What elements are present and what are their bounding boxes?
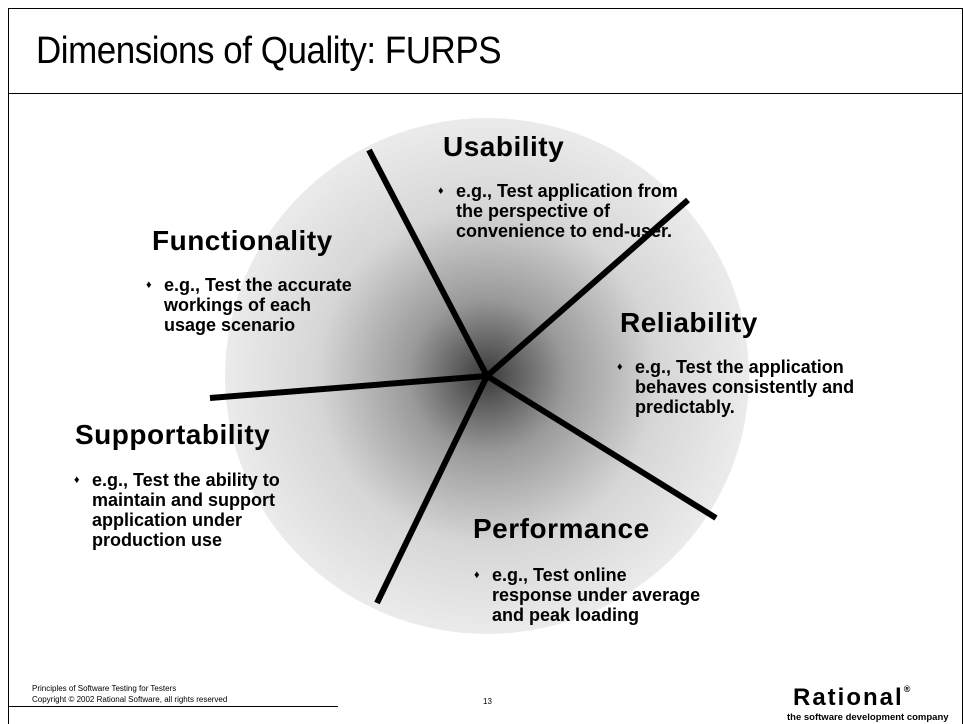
supportability-line-4: production use: [92, 530, 222, 550]
functionality-line-3: usage scenario: [164, 315, 296, 335]
performance-line-2: response under average: [492, 585, 701, 605]
reliability-line-2: behaves consistently and: [635, 377, 855, 397]
functionality-heading: Functionality: [152, 225, 333, 256]
usability-line-1: e.g., Test application from: [456, 181, 678, 201]
divider-reliability-performance: [485, 373, 718, 521]
footer-copyright: Copyright © 2002 Rational Software, all …: [32, 695, 228, 704]
reliability-heading: Reliability: [620, 307, 758, 338]
bullet-icon: ♦: [74, 474, 80, 486]
title-bar: Dimensions of Quality: FURPS: [8, 8, 963, 94]
reliability-line-3: predictably.: [635, 397, 735, 417]
supportability-heading: Supportability: [75, 419, 271, 450]
logo-tagline: the software development company: [787, 712, 949, 723]
functionality-line-1: e.g., Test the accurate: [164, 275, 352, 295]
divider-usability-reliability: [485, 197, 690, 379]
usability-line-2: the perspective of: [456, 201, 611, 221]
logo-text: Rational: [793, 684, 904, 711]
bullet-icon: ♦: [146, 279, 152, 291]
performance-line-3: and peak loading: [492, 605, 640, 625]
usability-heading: Usability: [443, 131, 565, 162]
bullet-icon: ♦: [438, 185, 444, 197]
divider-usability-functionality: [366, 148, 490, 378]
supportability-line-2: maintain and support: [92, 490, 276, 510]
functionality-line-2: workings of each: [164, 295, 312, 315]
footer-divider: [8, 706, 338, 707]
divider-supportability-functionality: [209, 373, 488, 401]
supportability-line-1: e.g., Test the ability to: [92, 470, 280, 490]
performance-heading: Performance: [473, 513, 650, 544]
footer-course: Principles of Software Testing for Teste…: [32, 684, 177, 693]
page-title: Dimensions of Quality: FURPS: [36, 30, 502, 72]
page-number: 13: [483, 697, 492, 706]
usability-bullet: ♦ e.g., Test application from the perspe…: [438, 181, 678, 241]
bullet-icon: ♦: [617, 361, 623, 373]
performance-line-1: e.g., Test online: [492, 565, 627, 585]
bullet-icon: ♦: [474, 569, 480, 581]
reliability-line-1: e.g., Test the application: [635, 357, 844, 377]
supportability-line-3: application under: [92, 510, 243, 530]
supportability-bullet: ♦ e.g., Test the ability to maintain and…: [74, 470, 280, 550]
usability-line-3: convenience to end-user.: [456, 221, 673, 241]
rational-logo: Rational®: [793, 684, 912, 712]
divider-performance-supportability: [374, 374, 490, 605]
functionality-bullet: ♦ e.g., Test the accurate workings of ea…: [146, 275, 352, 335]
performance-bullet: ♦ e.g., Test online response under avera…: [474, 565, 701, 625]
reliability-bullet: ♦ e.g., Test the application behaves con…: [617, 357, 855, 417]
registered-mark: ®: [903, 684, 913, 694]
